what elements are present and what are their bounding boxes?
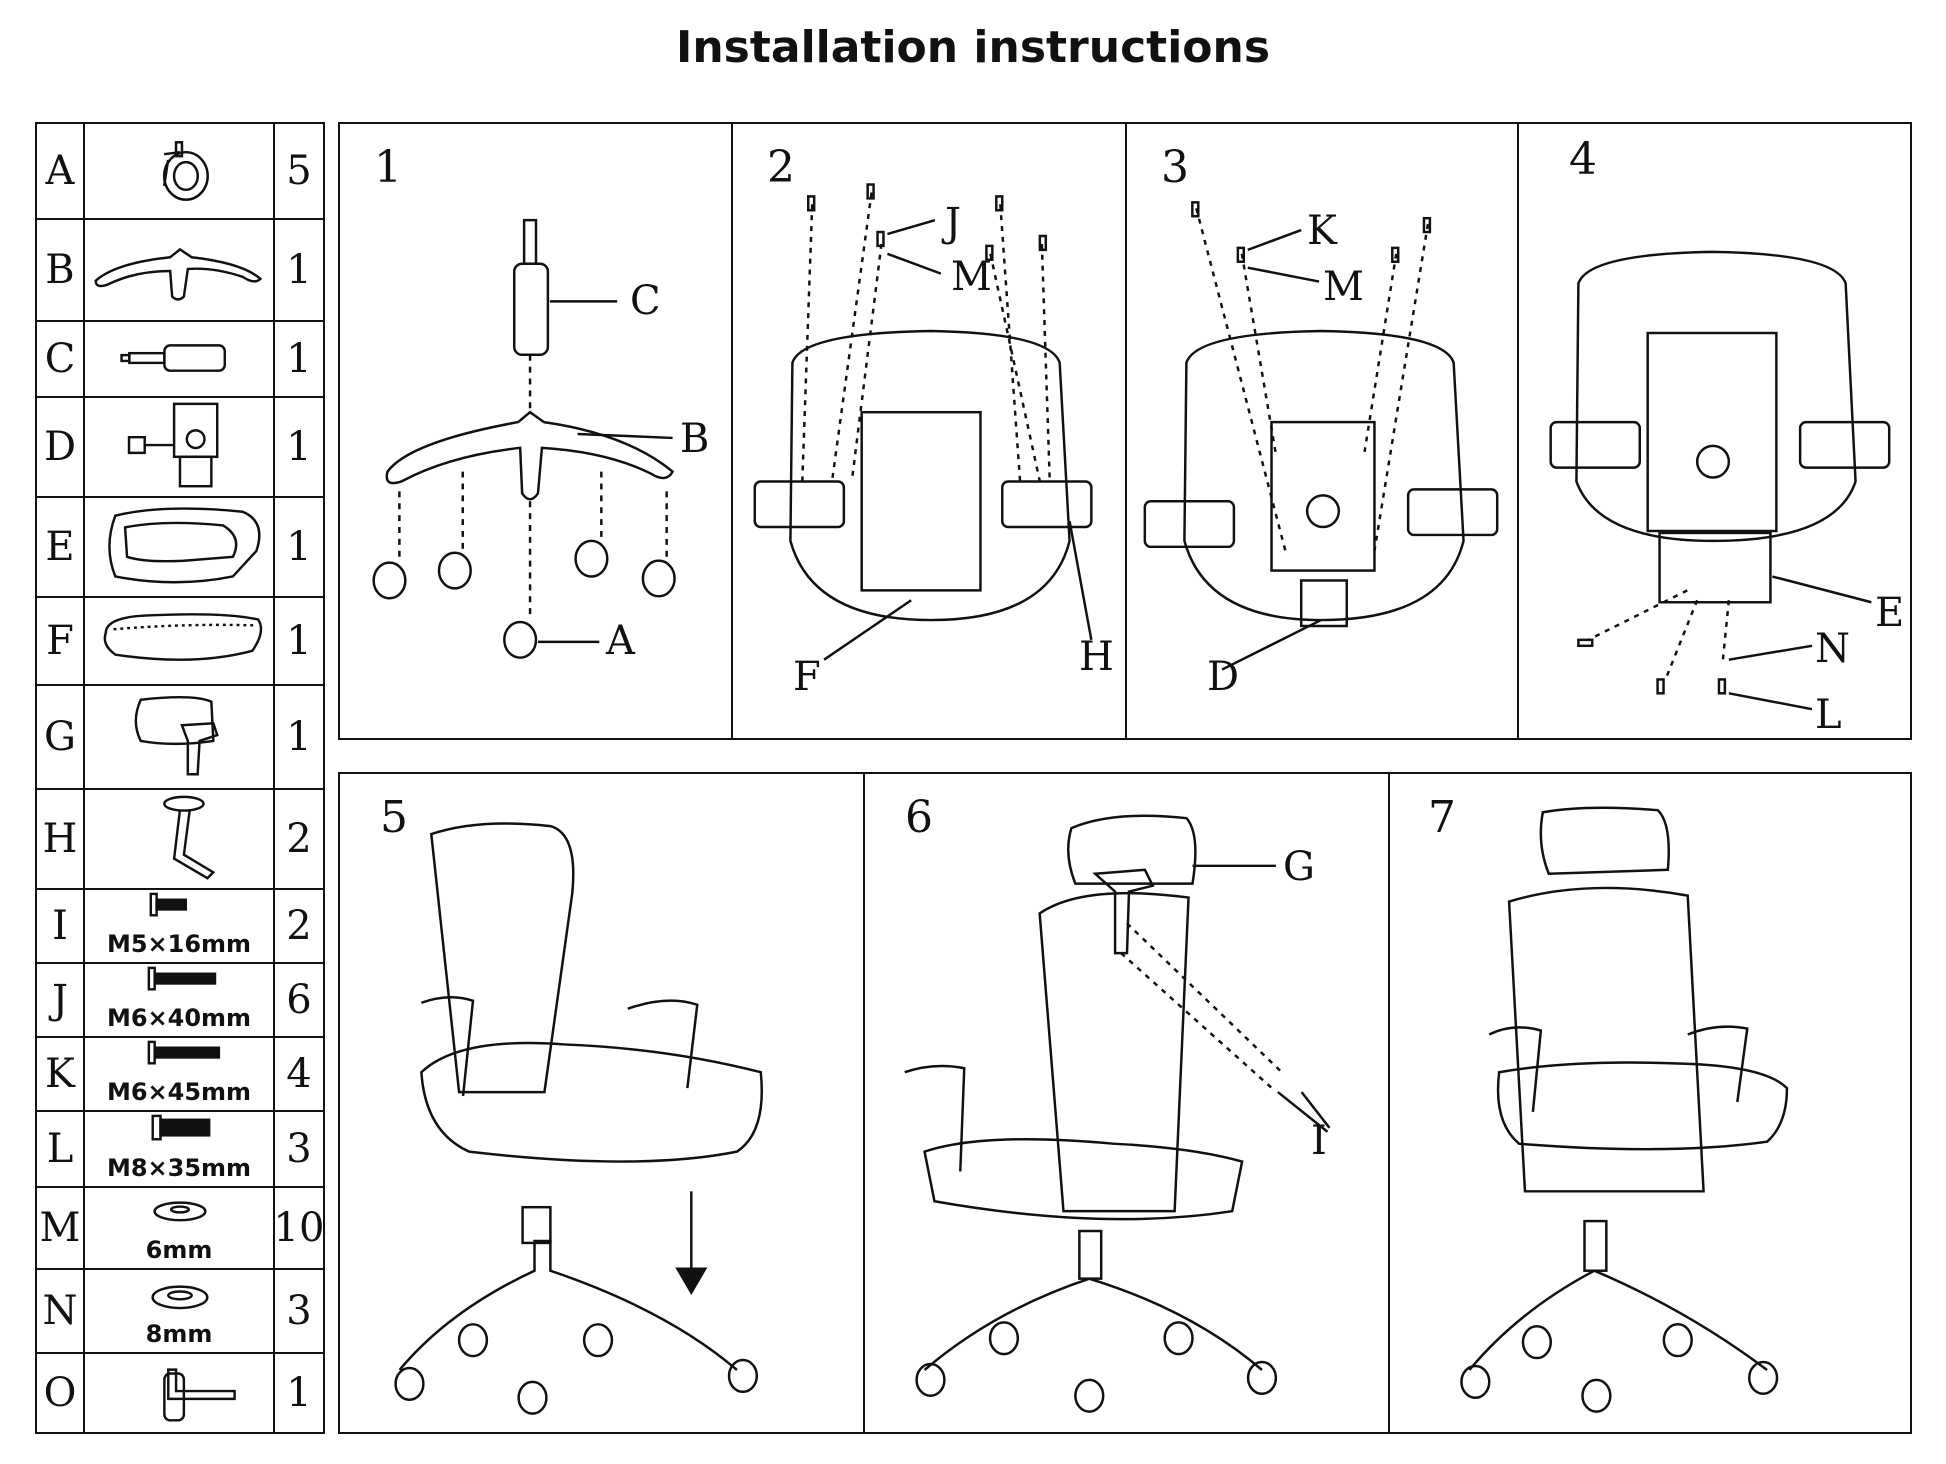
callout-label: E: [1875, 590, 1905, 636]
washer-icon: 8mm: [85, 1270, 275, 1352]
part-letter: M: [37, 1188, 85, 1268]
part-letter: L: [37, 1112, 85, 1186]
part-qty: 3: [286, 1126, 312, 1172]
part-row-m: M 6mm 10: [37, 1186, 325, 1268]
part-row-n: N 8mm 3: [37, 1268, 323, 1352]
callout-label: L: [1815, 692, 1842, 738]
bolt-spec: M6×40mm: [106, 1004, 252, 1032]
part-qty: 1: [286, 247, 312, 293]
part-qty: 1: [286, 424, 312, 470]
part-qty: 1: [286, 714, 312, 760]
step-number: 5: [380, 792, 408, 843]
callout-label: D: [1207, 654, 1240, 700]
part-row-f: F 1: [37, 596, 323, 684]
step-number: 4: [1569, 134, 1597, 185]
part-row-a: A 5: [37, 124, 323, 218]
part-row-k: K M6×45mm 4: [37, 1036, 323, 1110]
armrest-icon: [85, 790, 275, 888]
callout-label: C: [630, 278, 661, 324]
bolt-icon: M6×40mm: [85, 964, 275, 1036]
part-qty: 1: [286, 618, 312, 664]
callout-label: G: [1283, 844, 1315, 890]
part-letter: G: [37, 686, 85, 788]
part-row-j: J M6×40mm 6: [37, 962, 323, 1036]
part-row-i: I M5×16mm 2: [37, 888, 323, 962]
part-letter: O: [37, 1354, 85, 1432]
bolt-icon: M8×35mm: [85, 1112, 275, 1186]
part-qty: 2: [286, 903, 312, 949]
callout-label: K: [1307, 208, 1337, 254]
part-letter: D: [37, 398, 85, 496]
bolt-spec: M5×16mm: [106, 930, 252, 958]
gas-cylinder-icon: [85, 322, 275, 396]
seat-cushion-icon: [85, 598, 275, 684]
part-letter: F: [37, 598, 85, 684]
part-row-l: L M8×35mm 3: [37, 1110, 323, 1186]
caster-wheel-icon: [85, 124, 275, 218]
part-row-o: O 1: [37, 1352, 323, 1432]
part-row-e: E 1: [37, 496, 323, 596]
part-letter: I: [37, 890, 85, 962]
callout-label: I: [1311, 1118, 1327, 1164]
bolt-icon: M6×45mm: [85, 1038, 275, 1110]
seat-mechanism-icon: [85, 398, 275, 496]
part-letter: J: [37, 964, 85, 1036]
step-panel-2: 2 J M F H: [731, 122, 1127, 740]
step-panel-1: 1 C B A: [338, 122, 733, 740]
page-title: Installation instructions: [675, 22, 1271, 73]
part-qty: 10: [273, 1205, 325, 1251]
backrest-bracket-icon: [85, 498, 275, 596]
part-qty: 5: [286, 148, 312, 194]
callout-label: N: [1815, 626, 1850, 672]
chair-base-icon: [85, 220, 275, 320]
callout-label: B: [680, 416, 710, 462]
part-letter: N: [37, 1270, 85, 1352]
part-letter: C: [37, 322, 85, 396]
callout-label: M: [951, 254, 992, 300]
part-qty: 3: [286, 1288, 312, 1334]
part-letter: E: [37, 498, 85, 596]
step-number: 2: [767, 142, 795, 193]
part-row-h: H 2: [37, 788, 323, 888]
callout-label: A: [606, 618, 635, 664]
part-qty: 2: [286, 816, 312, 862]
part-qty: 6: [286, 977, 312, 1023]
part-row-g: G 1: [37, 684, 323, 788]
part-qty: 1: [286, 1370, 312, 1416]
step-number: 1: [374, 142, 402, 193]
step-panel-3: 3 K M D: [1125, 122, 1519, 740]
callout-label: M: [1323, 264, 1364, 310]
washer-icon: 6mm: [85, 1188, 275, 1268]
step-panel-6: 6 G I: [863, 772, 1390, 1434]
bolt-spec: M6×45mm: [106, 1078, 252, 1106]
callout-label: H: [1079, 634, 1114, 680]
callout-label: J: [945, 200, 962, 246]
callout-label: F: [793, 654, 821, 700]
washer-spec: 8mm: [145, 1320, 213, 1348]
part-letter: K: [37, 1038, 85, 1110]
part-row-d: D 1: [37, 396, 323, 496]
part-letter: B: [37, 220, 85, 320]
bolt-icon: M5×16mm: [85, 890, 275, 962]
step-panel-4: 4 E N L: [1517, 122, 1912, 740]
part-row-c: C 1: [37, 320, 323, 396]
part-qty: 4: [286, 1051, 312, 1097]
hex-key-icon: [85, 1354, 275, 1432]
bolt-spec: M8×35mm: [106, 1154, 252, 1182]
step-number: 7: [1428, 792, 1456, 843]
parts-table: A 5 B 1 C 1 D: [35, 122, 325, 1434]
step-panel-7: 7: [1388, 772, 1912, 1434]
washer-spec: 6mm: [145, 1236, 213, 1264]
part-letter: A: [37, 124, 85, 218]
step-panel-5: 5: [338, 772, 865, 1434]
step-number: 3: [1161, 142, 1189, 193]
step-number: 6: [905, 792, 933, 843]
part-row-b: B 1: [37, 218, 323, 320]
part-letter: H: [37, 790, 85, 888]
part-qty: 1: [286, 336, 312, 382]
part-qty: 1: [286, 524, 312, 570]
headrest-icon: [85, 686, 275, 788]
